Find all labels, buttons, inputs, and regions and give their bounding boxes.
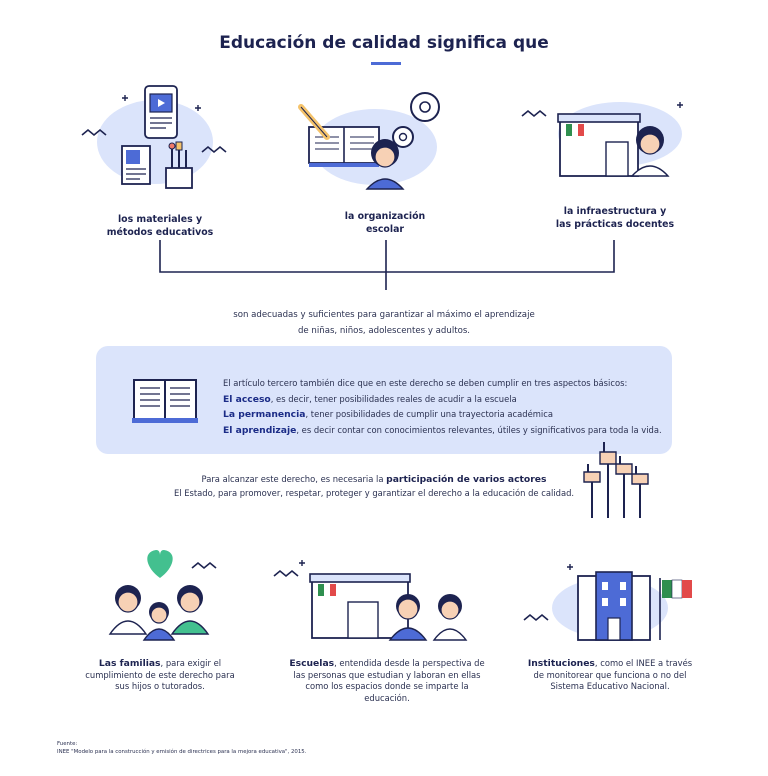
schools-text: Escuelas, entendida desde la perspectiva… (289, 658, 485, 703)
families-illustration (108, 550, 217, 641)
raised-hands-illustration (583, 442, 649, 518)
open-book-icon (132, 379, 198, 423)
organization-illustration (298, 92, 440, 190)
source-note: Fuente: INEE "Modelo para la construcció… (57, 741, 307, 755)
title-underline (371, 62, 401, 65)
institutions-text: Instituciones, como el INEE a través de … (527, 658, 693, 691)
schools-illustration (273, 560, 468, 641)
article-intro: El artículo tercero también dice que en … (223, 378, 628, 388)
families-text: Las familias, para exigir el cumplimient… (85, 658, 235, 691)
materials-illustration (81, 85, 227, 189)
article-item-permanence: La permanencia, tener posibilidades de c… (223, 409, 553, 420)
article-item-learning: El aprendizaje, es decir contar con cono… (223, 424, 662, 436)
article-item-access: El acceso, es decir, tener posibilidades… (223, 393, 517, 405)
infrastructure-illustration (521, 102, 683, 177)
article-text: El artículo tercero también dice que en … (223, 376, 662, 438)
page-title: Educación de calidad significa que (219, 33, 549, 53)
institutions-illustration (523, 564, 692, 641)
actors-text: Para alcanzar este derecho, es necesaria… (173, 474, 575, 498)
summary-text: son adecuadas y suficientes para garanti… (233, 310, 535, 336)
bracket-connector (159, 240, 615, 290)
